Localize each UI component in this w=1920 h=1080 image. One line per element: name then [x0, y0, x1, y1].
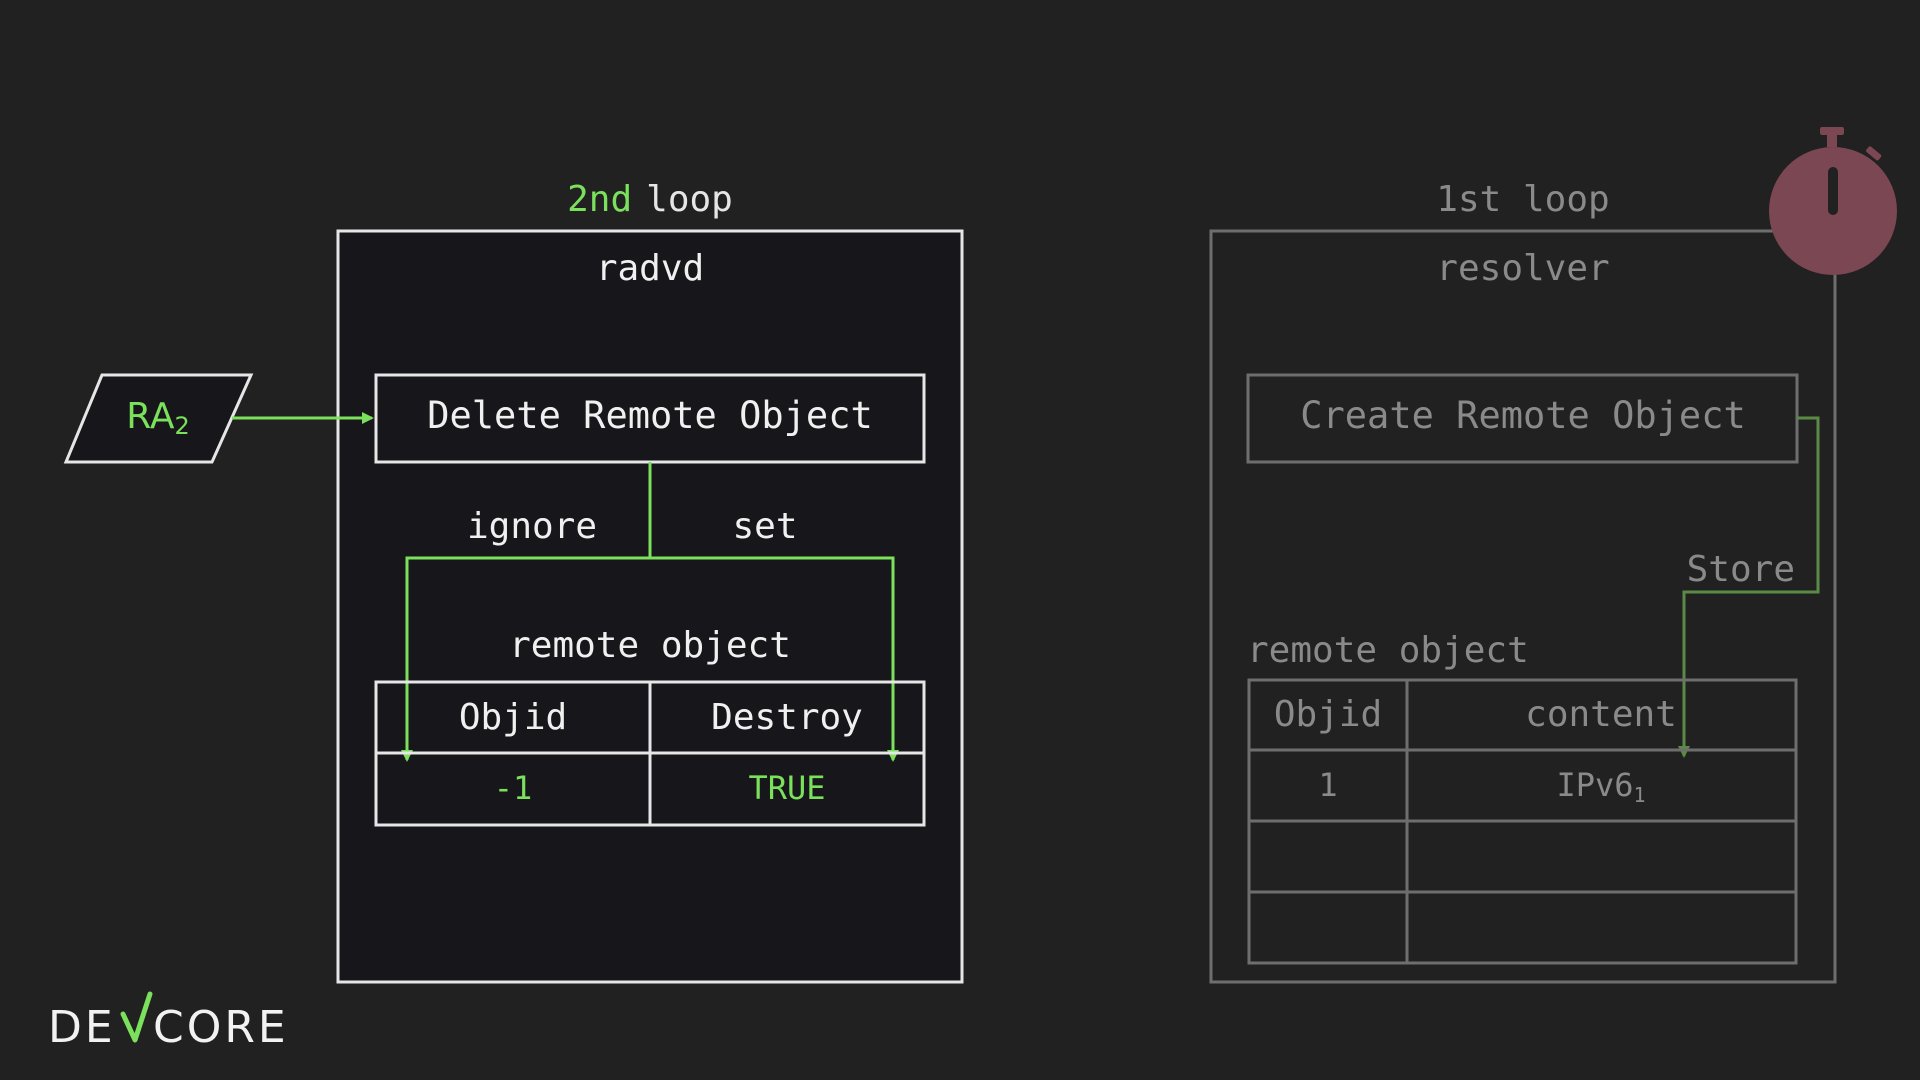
create-remote-object-label: Create Remote Object	[1300, 394, 1746, 437]
store-label: Store	[1687, 549, 1795, 590]
loop-label-2nd: 2nd loop	[567, 179, 733, 220]
cell-objid-1: 1	[1318, 766, 1337, 804]
loop-label-1st: 1st loop	[1436, 179, 1609, 220]
remote-object-table: Objid Destroy -1 TRUE	[374, 680, 926, 827]
logo-text-core: CORE	[153, 1002, 289, 1053]
stopwatch-stem	[1827, 133, 1837, 147]
cell-content-ipv6: IPv61	[1556, 766, 1645, 807]
radvd-panel: 2nd loop radvd Delete Remote Object ignor…	[336, 179, 964, 984]
set-arrow	[650, 556, 899, 762]
ra2-label: RA2	[126, 396, 189, 440]
set-label: set	[732, 506, 797, 547]
cell-objid-value: -1	[494, 769, 533, 807]
logo-text-de: DE	[48, 1002, 116, 1053]
stopwatch-cap	[1820, 127, 1844, 135]
resolver-title: resolver	[1436, 248, 1609, 289]
header-objid-dim: Objid	[1274, 694, 1382, 735]
loop-ordinal: 2nd	[567, 179, 632, 220]
stopwatch-icon	[1769, 127, 1897, 275]
resolver-panel: 1st loop resolver Create Remote Object S…	[1209, 179, 1837, 984]
logo-check	[120, 991, 153, 1043]
ignore-arrow	[401, 556, 650, 762]
ra-text: RA	[126, 396, 175, 437]
cell-destroy-value: TRUE	[748, 769, 825, 807]
header-objid: Objid	[459, 697, 567, 738]
devcore-logo: DE CORE	[48, 991, 289, 1053]
ignore-label: ignore	[467, 506, 597, 547]
store-arrow	[1678, 416, 1820, 758]
resolver-box	[1209, 229, 1837, 984]
ra2-input: RA2	[63, 373, 374, 464]
resolver-table: Objid content 1 IPv61	[1247, 678, 1798, 965]
ra2-shape	[63, 373, 254, 464]
stopwatch-hand	[1828, 167, 1838, 215]
ipv6-subscript: 1	[1634, 783, 1646, 807]
header-content: content	[1525, 694, 1677, 735]
delete-remote-object-box	[374, 373, 926, 464]
header-destroy: Destroy	[711, 697, 863, 738]
radvd-box	[336, 229, 964, 984]
ipv6-text: IPv6	[1556, 766, 1633, 804]
remote-object-title-dim: remote object	[1247, 630, 1529, 671]
delete-remote-object-label: Delete Remote Object	[427, 394, 873, 437]
radvd-title: radvd	[596, 248, 704, 289]
remote-object-title: remote object	[509, 625, 791, 666]
loop-word: loop	[646, 179, 733, 220]
stopwatch-side-button	[1866, 146, 1882, 161]
ra-subscript: 2	[174, 412, 189, 440]
